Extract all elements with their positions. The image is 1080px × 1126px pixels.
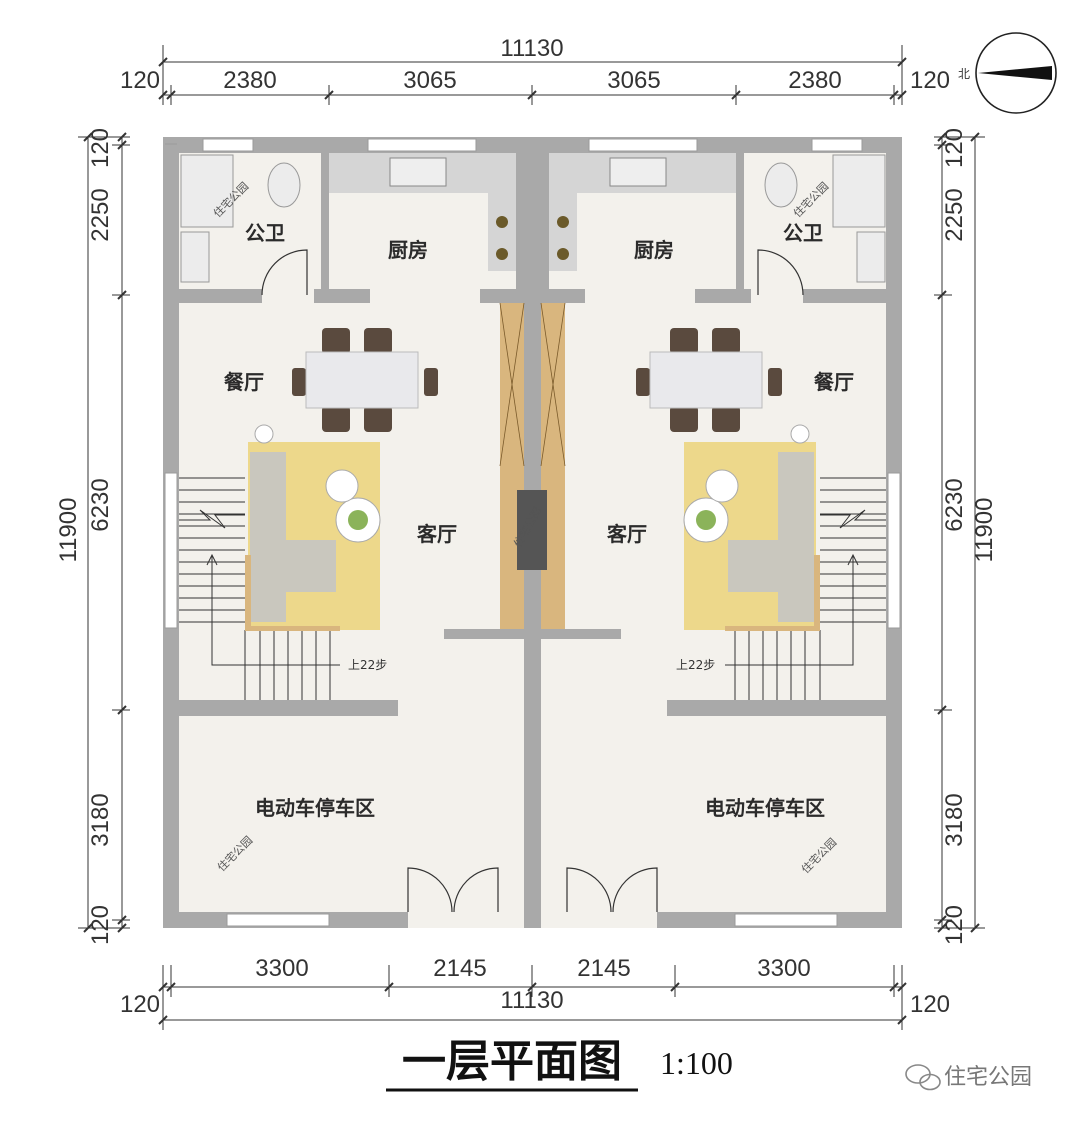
room-label-bathroom-right: 公卫	[783, 221, 823, 245]
left-dim-5: 120	[87, 905, 114, 945]
room-label-kitchen-right: 厨房	[634, 238, 674, 262]
stairs-left	[179, 477, 340, 700]
wechat-icon	[905, 1064, 941, 1091]
room-label-dining-left: 餐厅	[224, 370, 264, 394]
bottom-dim-2: 2145	[433, 955, 486, 982]
room-label-living-right: 客厅	[606, 522, 647, 546]
bottom-dim-4: 3300	[757, 955, 810, 982]
left-dim-1: 120	[87, 128, 114, 168]
top-dimensions	[158, 45, 907, 105]
bottom-edge-right: 120	[910, 991, 950, 1018]
kitchen-counters	[329, 153, 736, 271]
bathroom-fixtures	[180, 154, 886, 283]
right-dim-5: 120	[941, 905, 968, 945]
bottom-total-dimension: 11130	[500, 987, 563, 1014]
north-compass-icon: 北	[958, 32, 1057, 114]
room-label-dining-right: 餐厅	[814, 370, 854, 394]
drawing-scale: 1:100	[660, 1045, 733, 1081]
room-label-kitchen-left: 厨房	[388, 238, 428, 262]
left-dim-2: 2250	[87, 188, 114, 241]
stairs-right	[725, 477, 886, 700]
bottom-edge-left: 120	[120, 991, 160, 1018]
bottom-dimensions	[158, 965, 907, 1030]
left-total-dimension: 11900	[55, 498, 82, 563]
living-set-right	[683, 424, 816, 630]
left-dim-4: 3180	[87, 793, 114, 846]
top-dim-6: 120	[910, 67, 950, 94]
right-dim-4: 3180	[941, 793, 968, 846]
right-dim-3: 6230	[941, 478, 968, 531]
right-dim-1: 120	[941, 128, 968, 168]
right-total-dimension: 11900	[971, 498, 998, 563]
living-set-left	[248, 424, 381, 630]
room-label-living-left: 客厅	[416, 522, 457, 546]
windows	[164, 138, 901, 927]
top-dim-3: 3065	[403, 67, 456, 94]
top-dim-4: 3065	[607, 67, 660, 94]
top-dim-1: 120	[120, 67, 160, 94]
dining-table-right	[636, 328, 782, 432]
brand-name: 住宅公园	[944, 1065, 1032, 1090]
door-swings	[261, 249, 804, 913]
left-dim-3: 6230	[87, 478, 114, 531]
room-label-bathroom-left: 公卫	[245, 221, 285, 245]
right-dim-2: 2250	[941, 188, 968, 241]
central-partition	[444, 302, 621, 639]
room-label-parking-left: 电动车停车区	[255, 796, 375, 820]
compass-label: 北	[958, 67, 970, 81]
bottom-dim-1: 3300	[255, 955, 308, 982]
dining-table-left	[292, 328, 438, 432]
right-dimensions	[934, 132, 985, 933]
bottom-dim-3: 2145	[577, 955, 630, 982]
room-label-parking-right: 电动车停车区	[705, 796, 825, 820]
top-total-dimension: 11130	[500, 35, 563, 62]
stairs-label-right: 上22步	[676, 658, 715, 672]
stairs-label-left: 上22步	[348, 658, 387, 672]
left-dimensions	[78, 132, 130, 933]
top-dim-2: 2380	[223, 67, 276, 94]
top-dim-5: 2380	[788, 67, 841, 94]
drawing-title: 一层平面图	[402, 1036, 622, 1087]
